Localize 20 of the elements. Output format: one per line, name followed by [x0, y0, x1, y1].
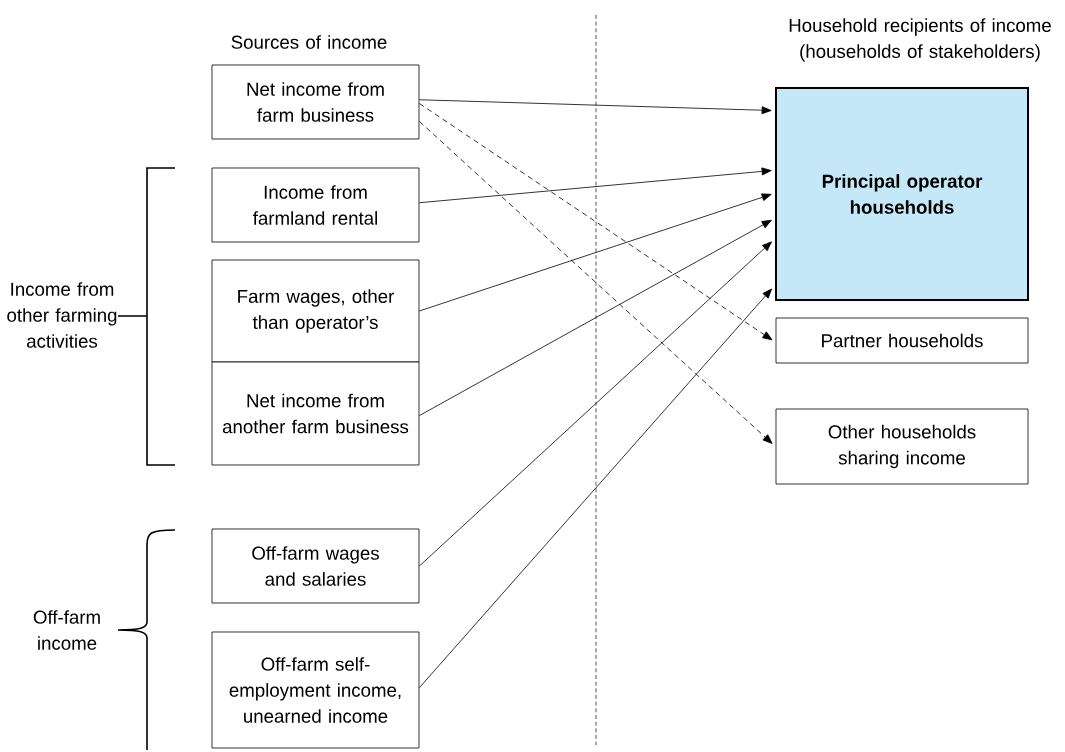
arrow: [419, 167, 772, 204]
arrow: [419, 241, 772, 567]
recipient-box: Principal operator households: [775, 87, 1029, 301]
group-label: Off-farm income: [33, 610, 100, 650]
arrow: [419, 99, 772, 115]
arrow: [419, 288, 772, 689]
group-label: Income from other farming activities: [7, 282, 117, 348]
heading: Household recipients of income (households of stakeholders): [789, 18, 1051, 62]
arrow: [419, 103, 773, 341]
recipient-box: Other households sharing income: [775, 408, 1029, 485]
arrow: [419, 193, 772, 312]
income-box: Income from farmland rental: [211, 167, 420, 243]
income-box: Net income from another farm business: [211, 361, 420, 466]
income-box: Off-farm wages and salaries: [211, 528, 420, 604]
arrow: [419, 121, 773, 444]
income-box: Net income from farm business: [211, 64, 420, 140]
income-box: Off-farm self-employment income, unearned income: [211, 631, 420, 749]
arrow: [419, 219, 772, 416]
recipient-box: Partner households: [775, 317, 1029, 364]
income-box: Farm wages, other than operator’s: [211, 259, 420, 363]
